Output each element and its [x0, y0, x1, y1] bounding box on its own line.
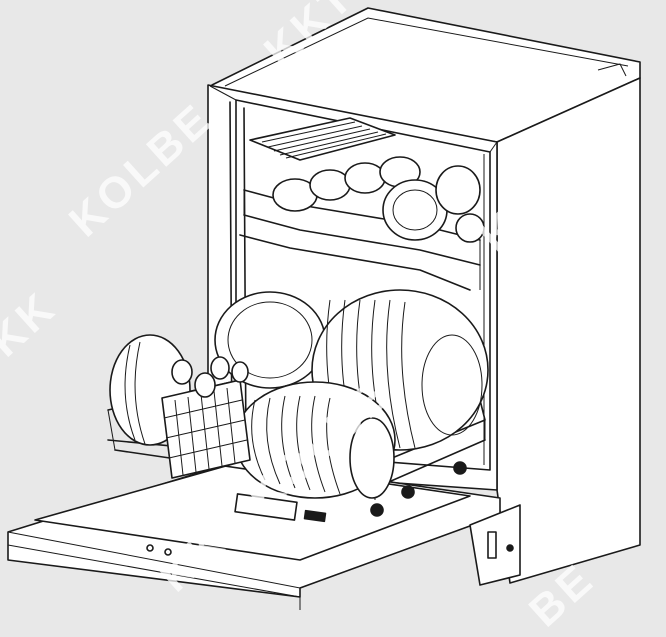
cutlery-basket — [161, 356, 251, 479]
cutlery-tray — [249, 117, 396, 161]
door-latch-icon — [146, 544, 154, 552]
cups — [272, 156, 485, 243]
upper-basket — [239, 156, 485, 291]
wheel-icon — [370, 503, 384, 517]
dishwasher-drawing — [7, 7, 641, 610]
hinge-bracket — [469, 504, 521, 586]
dinner-plates — [109, 289, 489, 499]
dishwasher-illustration: KOLBE KKT KT KOL KKT KOLBE BE KK — [0, 0, 642, 636]
